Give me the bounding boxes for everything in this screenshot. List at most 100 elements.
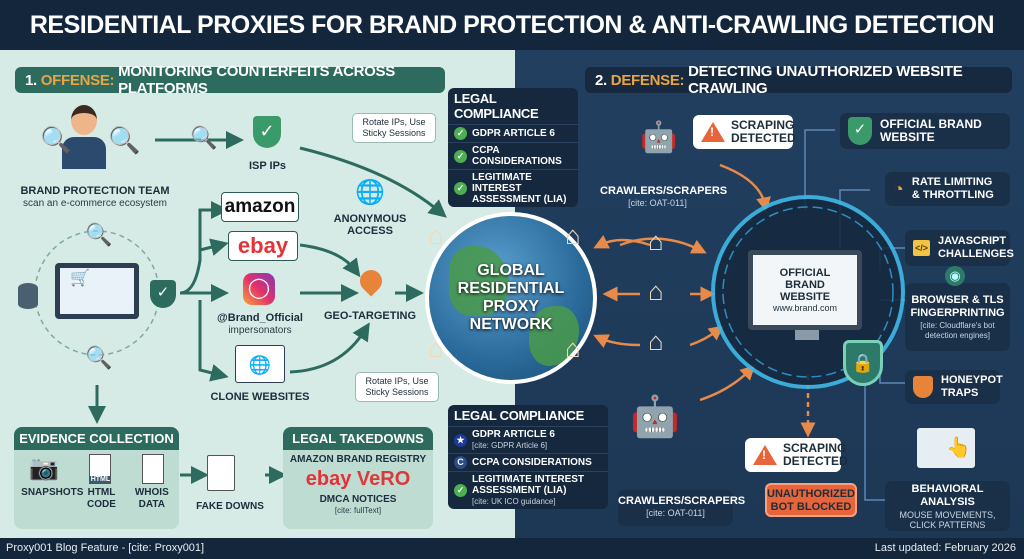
feature-label: BROWSER & TLS FINGERPRINTING: [910, 293, 1005, 319]
fake-downs-label: FAKE DOWNS: [196, 501, 264, 512]
html-badge: HTML: [90, 476, 111, 483]
legal-compliance-title: LEGAL COMPLIANCE: [454, 408, 585, 423]
isp-shield-icon: ✓: [253, 116, 281, 148]
feature-label: HONEYPOT TRAPS: [941, 374, 1003, 399]
crawlers-cite-bottom: [cite: OAT-011]: [646, 508, 705, 518]
ebay-logo[interactable]: ebay: [228, 231, 298, 261]
document-icon: [141, 454, 164, 484]
click-analysis-icon: 👆: [917, 428, 975, 468]
magnifier-icon: 🔍: [108, 125, 141, 155]
instagram-handle: @Brand_Official: [217, 312, 303, 324]
check-icon: ✓: [454, 127, 467, 140]
footer-updated: Last updated: February 2026: [874, 542, 1016, 554]
legal-item-label: CCPA CONSIDERATIONS: [472, 145, 562, 167]
legal-compliance-top: LEGAL COMPLIANCE ✓ GDPR ARTICLE 6 ✓ CCPA C…: [448, 88, 578, 207]
legal-item-label: GDPR ARTICLE 6: [472, 128, 555, 139]
code-file-icon: </>: [913, 240, 931, 256]
html-code-label: HTML CODE: [87, 487, 116, 510]
feature-label: OFFICIAL BRAND WEBSITE: [880, 117, 982, 144]
check-icon: ✓: [454, 149, 467, 163]
vero-logo: VeRO: [356, 468, 411, 490]
house-icon: ⌂: [428, 333, 444, 363]
isp-label: ISP IPs: [248, 160, 287, 172]
legal-item-cite: [cite: UK ICO guidance]: [472, 497, 556, 506]
rotate-note-top: Rotate IPs, Use Sticky Sessions: [352, 113, 436, 143]
defense-heading: 2. DEFENSE: DETECTING UNAUTHORIZED WEBSI…: [585, 63, 1012, 97]
alert-text: SCRAPING DETECTED: [783, 441, 848, 468]
house-icon: ⌂: [428, 220, 444, 250]
amazon-logo[interactable]: amazon: [221, 192, 299, 222]
scraping-detected-alert-bottom: !SCRAPING DETECTED: [745, 438, 848, 472]
legal-item: ✓LEGITIMATE INTEREST ASSESSMENT (LIA): [448, 169, 578, 207]
eu-flag-icon: ★: [454, 433, 467, 447]
instagram-icon[interactable]: ◯: [243, 273, 275, 305]
section-number: 2.: [595, 71, 607, 89]
offense-heading: 1. OFFENSE: MONITORING COUNTERFEITS ACRO…: [15, 63, 445, 97]
dmca-notices: DMCA NOTICES: [319, 494, 397, 505]
rotate-note-bottom: Rotate IPs, Use Sticky Sessions: [355, 372, 439, 402]
feature-cite: [cite: Cloudflare's bot detection engine…: [920, 320, 995, 340]
globe-icon: 🌐: [355, 179, 385, 206]
legal-item-label: GDPR ARTICLE 6: [472, 429, 555, 440]
clone-website-icon: 🌐: [235, 345, 285, 383]
legal-item-cite: [cite: GDPR Article 6]: [472, 441, 548, 450]
feature-official-brand-website: ✓ OFFICIAL BRAND WEBSITE: [840, 113, 1010, 149]
shield-check-icon: ✓: [454, 484, 467, 497]
robot-laptop-icon: 🤖: [640, 121, 678, 154]
feature-behavioral-analysis: BEHAVIORAL ANALYSIS MOUSE MOVEMENTS, CLI…: [885, 481, 1010, 531]
feature-javascript-challenges: </> JAVASCRIPT CHALLENGES: [905, 230, 1014, 266]
legal-item: ✓ GDPR ARTICLE 6: [448, 124, 578, 142]
gauge-icon: ◔: [893, 178, 904, 199]
fingerprint-icon: ◉: [945, 266, 965, 286]
legal-item-label: CCPA CONSIDERATIONS: [472, 457, 592, 468]
scraping-detected-alert-top: !SCRAPING DETECTED: [693, 115, 796, 149]
california-seal-icon: C: [454, 456, 467, 469]
legal-compliance-bottom: LEGAL COMPLIANCE ★ GDPR ARTICLE 6[cite: G…: [448, 405, 608, 509]
footer: Proxy001 Blog Feature - [cite: Proxy001]…: [0, 538, 1024, 559]
feature-label: BEHAVIORAL ANALYSIS: [911, 482, 984, 508]
instagram-sublabel: impersonators: [228, 325, 292, 336]
shield-check-icon: ✓: [848, 117, 872, 145]
alert-text: SCRAPING DETECTED: [731, 118, 796, 145]
evidence-title: EVIDENCE COLLECTION: [14, 427, 179, 450]
geo-targeting-label: GEO-TARGETING: [323, 310, 417, 322]
house-icon: ⌂: [648, 276, 664, 306]
house-icon: ⌂: [648, 326, 664, 356]
legal-compliance-title: LEGAL COMPLIANCE: [454, 91, 539, 121]
whois-data-label: WHOIS DATA: [134, 487, 169, 510]
shield-check-icon: ✓: [150, 280, 176, 308]
feature-label: JAVASCRIPT CHALLENGES: [938, 235, 1014, 260]
anonymous-access-label: ANONYMOUS ACCESS: [333, 213, 407, 237]
globe-label: GLOBAL RESIDENTIAL PROXY NETWORK: [457, 262, 565, 333]
monitor-title: OFFICIAL BRAND WEBSITE: [779, 267, 831, 303]
legal-item-label: LEGITIMATE INTEREST ASSESSMENT (LIA): [472, 474, 585, 496]
crawlers-label-bottom: CRAWLERS/SCRAPERS: [618, 495, 746, 507]
legal-item: ✓ LEGITIMATE INTEREST ASSESSMENT (LIA)[ci…: [448, 471, 608, 509]
magnifier-icon: 🔍: [40, 125, 73, 155]
legal-item: ★ GDPR ARTICLE 6[cite: GDPR Article 6]: [448, 426, 608, 453]
takedowns-title: LEGAL TAKEDOWNS: [283, 427, 433, 450]
check-magnifier-icon: 🔍: [190, 125, 218, 150]
legal-item: ✓ CCPA CONSIDERATIONS: [448, 142, 578, 169]
team-sublabel: scan an e-commerce ecosystem: [23, 198, 167, 209]
evidence-collection-box: EVIDENCE COLLECTION 📷 HTML SNAPSHOTS HTM…: [14, 427, 179, 529]
lock-shield-icon: 🔒: [843, 340, 883, 386]
legal-takedowns-box: LEGAL TAKEDOWNS AMAZON BRAND REGISTRY eb…: [283, 427, 433, 529]
footer-source: Proxy001 Blog Feature - [cite: Proxy001]: [6, 542, 205, 554]
feature-rate-limiting: ◔RATE LIMITING & THROTTLING: [885, 172, 1010, 206]
monitor-stand: [795, 330, 819, 340]
fake-document-icon: [207, 455, 235, 491]
database-icon: [18, 283, 38, 309]
official-website-monitor: OFFICIAL BRAND WEBSITE www.brand.com: [748, 250, 862, 330]
crawlers-cite-top: [cite: OAT-011]: [628, 198, 687, 208]
monitor-icon: 🛒: [55, 263, 139, 319]
bot-blocked-badge: UNAUTHORIZED BOT BLOCKED: [765, 483, 857, 517]
feature-sublabel: MOUSE MOVEMENTS, CLICK PATTERNS: [899, 509, 996, 530]
global-proxy-globe: GLOBAL RESIDENTIAL PROXY NETWORK: [425, 212, 597, 384]
magnifier-icon: 🔍: [85, 345, 113, 370]
page-title: RESIDENTIAL PROXIES FOR BRAND PROTECTION…: [0, 0, 1024, 50]
takedowns-cite: [cite: fullText]: [334, 506, 382, 515]
feature-honeypot-traps: HONEYPOT TRAPS: [905, 370, 1003, 404]
defense-keyword: DEFENSE:: [610, 71, 685, 89]
crawlers-label-top: CRAWLERS/SCRAPERS: [600, 185, 728, 197]
